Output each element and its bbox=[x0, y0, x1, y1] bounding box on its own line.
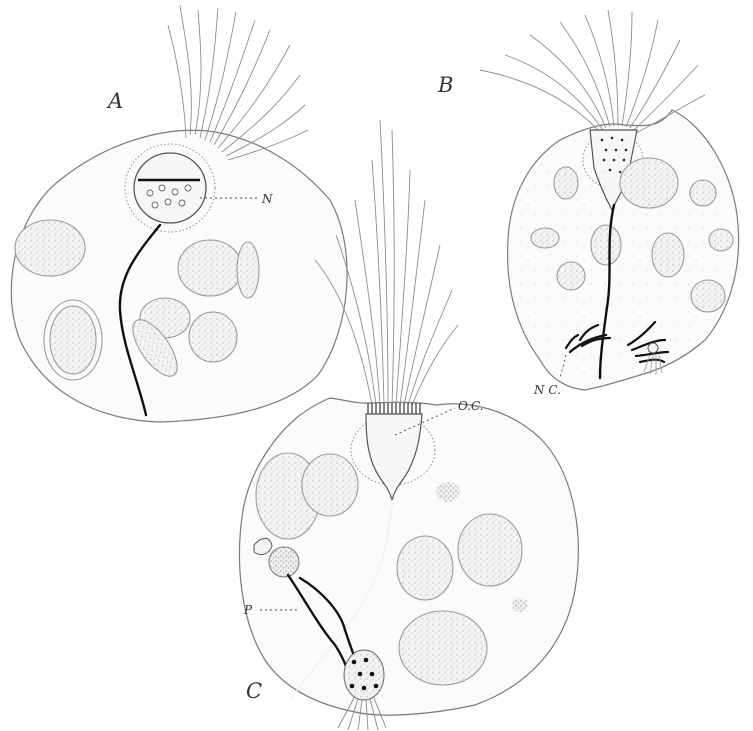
label-nc: N C. bbox=[533, 383, 561, 397]
label-n: N bbox=[261, 192, 273, 206]
figure-b-sense-cell bbox=[648, 343, 658, 353]
label-p: P bbox=[243, 603, 253, 617]
label-oc: O.C. bbox=[458, 399, 484, 413]
figure-b bbox=[480, 10, 739, 390]
figure-a bbox=[11, 5, 347, 422]
figure-a-nucleus bbox=[134, 153, 206, 223]
label-figure-a: A bbox=[106, 89, 123, 113]
figure-c-ganglion bbox=[269, 547, 299, 577]
label-figure-c: C bbox=[246, 679, 262, 703]
label-figure-b: B bbox=[437, 73, 453, 97]
figure-c-sense-organ bbox=[344, 650, 384, 700]
